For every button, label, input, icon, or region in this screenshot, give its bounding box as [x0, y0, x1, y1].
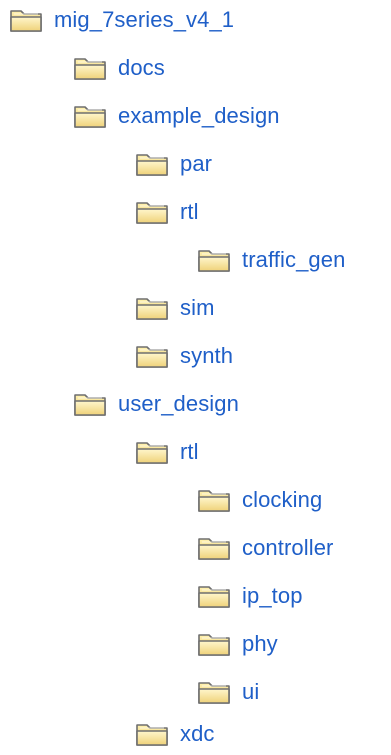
- tree-item-label: ui: [242, 679, 260, 704]
- folder-icon: [196, 485, 232, 515]
- tree-item-label: ip_top: [242, 583, 303, 608]
- tree-item-label: sim: [180, 295, 215, 320]
- tree-item-label: rtl: [180, 439, 199, 464]
- tree-item-label: phy: [242, 631, 278, 656]
- tree-item-clocking[interactable]: clocking: [196, 482, 322, 518]
- folder-icon: [134, 437, 170, 467]
- folder-icon: [196, 245, 232, 275]
- tree-item-label: clocking: [242, 487, 323, 512]
- tree-item-label: mig_7series_v4_1: [54, 7, 235, 32]
- folder-icon: [134, 293, 170, 323]
- folder-icon: [8, 5, 44, 35]
- tree-item-label: synth: [180, 343, 234, 368]
- tree-item-synth[interactable]: synth: [134, 338, 233, 374]
- tree-item-ip-top[interactable]: ip_top: [196, 578, 303, 614]
- tree-item-label: xdc: [180, 721, 215, 746]
- folder-icon: [72, 389, 108, 419]
- tree-item-sim[interactable]: sim: [134, 290, 215, 326]
- tree-item-rtl[interactable]: rtl: [134, 434, 199, 470]
- folder-icon: [134, 341, 170, 371]
- tree-item-traffic-gen[interactable]: traffic_gen: [196, 242, 345, 278]
- folder-icon: [196, 533, 232, 563]
- tree-item-controller[interactable]: controller: [196, 530, 333, 566]
- folder-icon: [134, 719, 170, 749]
- tree-item-label: rtl: [180, 199, 199, 224]
- tree-item-label: par: [180, 151, 213, 176]
- tree-item-docs[interactable]: docs: [72, 50, 165, 86]
- tree-item-par[interactable]: par: [134, 146, 212, 182]
- tree-item-user-design[interactable]: user_design: [72, 386, 239, 422]
- tree-item-label: docs: [118, 55, 165, 80]
- tree-item-label: user_design: [118, 391, 239, 416]
- tree-item-ui[interactable]: ui: [196, 674, 259, 710]
- tree-item-mig-7series-v4-1[interactable]: mig_7series_v4_1: [8, 2, 234, 38]
- folder-icon: [196, 629, 232, 659]
- tree-item-xdc[interactable]: xdc: [134, 716, 215, 752]
- folder-icon: [196, 581, 232, 611]
- tree-item-example-design[interactable]: example_design: [72, 98, 280, 134]
- folder-icon: [72, 53, 108, 83]
- tree-item-phy[interactable]: phy: [196, 626, 278, 662]
- folder-icon: [72, 101, 108, 131]
- tree-item-rtl[interactable]: rtl: [134, 194, 199, 230]
- folder-icon: [134, 149, 170, 179]
- folder-icon: [134, 197, 170, 227]
- tree-item-label: controller: [242, 535, 334, 560]
- tree-item-label: example_design: [118, 103, 280, 128]
- folder-icon: [196, 677, 232, 707]
- tree-item-label: traffic_gen: [242, 247, 346, 272]
